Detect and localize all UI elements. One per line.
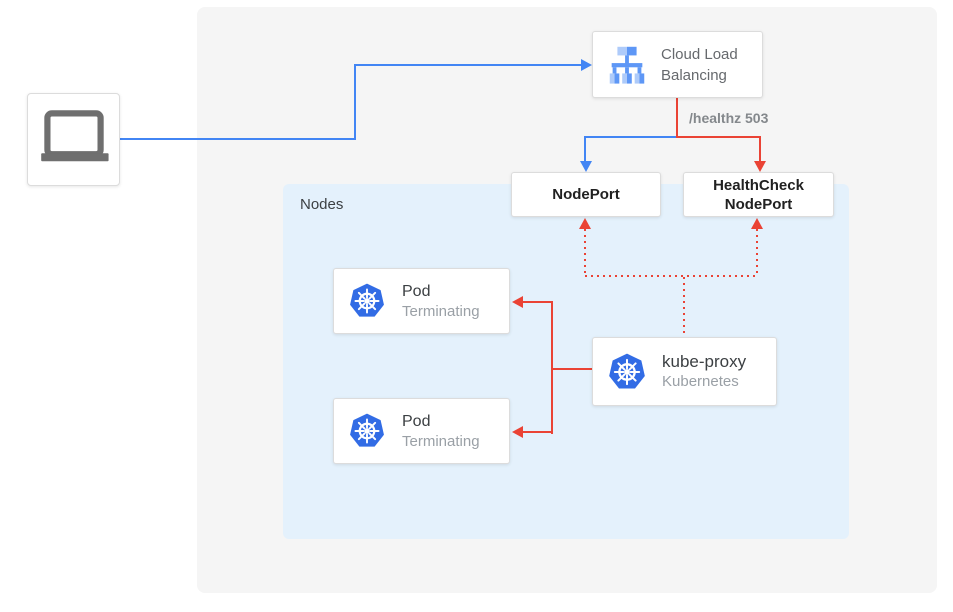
client-device-card — [27, 93, 120, 186]
kubernetes-icon — [350, 283, 384, 317]
red-line-to-pod1 — [523, 301, 553, 303]
red-line-to-pod2 — [523, 431, 553, 433]
dotted-line-to-nodeport — [584, 229, 586, 277]
kubernetes-icon — [350, 413, 384, 447]
red-arrowhead-into-pod2 — [512, 426, 523, 438]
pod-status: Terminating — [402, 302, 480, 320]
cloud-load-balancing-label: Cloud Load Balancing — [661, 45, 738, 84]
dotted-line-horizontal — [585, 275, 759, 277]
red-branch-horizontal — [676, 136, 761, 138]
red-arrowhead-into-pod1 — [512, 296, 523, 308]
cloud-load-balancing-card: Cloud Load Balancing — [592, 31, 763, 98]
kube-proxy-subtitle: Kubernetes — [662, 373, 739, 390]
dotted-line-kubeproxy-up — [683, 277, 685, 337]
blue-arrowhead-into-nodeport — [580, 161, 592, 172]
pod-status: Terminating — [402, 432, 480, 450]
pod-title: Pod — [402, 412, 431, 430]
nodeport-label: NodePort — [552, 186, 620, 203]
dotted-arrowhead-into-healthcheck — [751, 218, 763, 229]
blue-line-client-horizontal — [120, 138, 356, 140]
kube-proxy-text: kube-proxy Kubernetes — [662, 351, 746, 392]
blue-line-client-vertical — [354, 64, 356, 140]
blue-branch-horizontal — [585, 136, 678, 138]
pod-text: Pod Terminating — [402, 281, 480, 322]
healthz-status-label: /healthz 503 — [689, 110, 769, 126]
nodeport-card: NodePort — [511, 172, 661, 217]
blue-branch-vertical — [584, 136, 586, 162]
red-branch-vertical — [759, 136, 761, 162]
pod-text: Pod Terminating — [402, 411, 480, 452]
red-line-kubeproxy-left — [551, 368, 592, 370]
pod-card: Pod Terminating — [333, 398, 510, 464]
red-arrowhead-into-healthcheck — [754, 161, 766, 172]
blue-arrowhead-into-lb — [581, 59, 592, 71]
healthcheck-nodeport-card: HealthCheck NodePort — [683, 172, 834, 217]
nodes-label: Nodes — [300, 196, 344, 213]
red-line-lb-down — [676, 98, 678, 138]
pod-card: Pod Terminating — [333, 268, 510, 334]
kube-proxy-title: kube-proxy — [662, 352, 747, 371]
dotted-arrowhead-into-nodeport — [579, 218, 591, 229]
blue-line-to-lb — [354, 64, 581, 66]
red-line-pods-vertical — [551, 301, 553, 434]
dotted-line-to-healthcheck — [756, 229, 758, 277]
kube-proxy-card: kube-proxy Kubernetes — [592, 337, 777, 406]
healthcheck-nodeport-label: HealthCheck NodePort — [713, 176, 804, 213]
kubernetes-icon — [609, 353, 645, 388]
cloud-load-balancing-icon — [609, 46, 645, 84]
pod-title: Pod — [402, 282, 431, 300]
laptop-icon — [40, 109, 109, 161]
